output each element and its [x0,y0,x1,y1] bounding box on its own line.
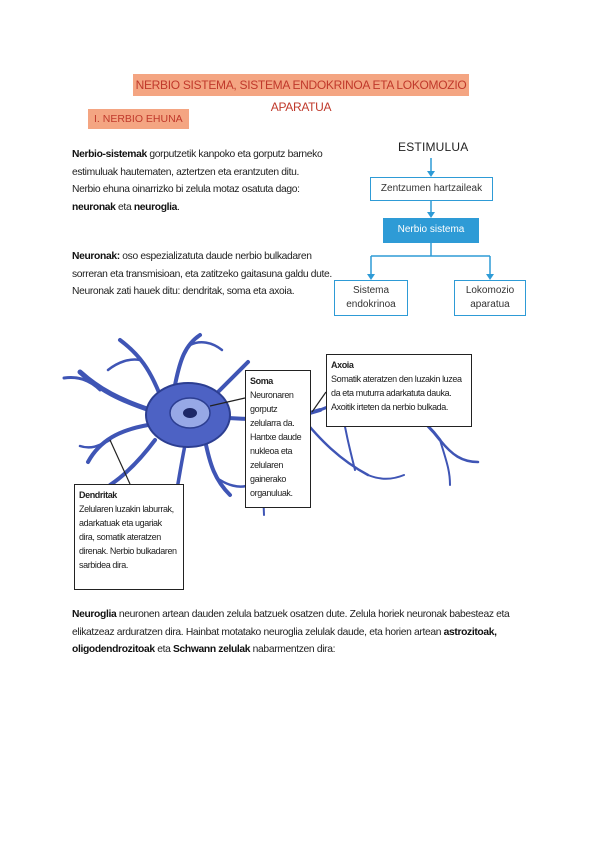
neuronak-paragraph: Neuronak: oso espezializatuta daude nerb… [72,248,334,301]
intro-text-2: Nerbio ehuna oinarrizko bi zelula motaz … [72,184,300,195]
neuroglia-paragraph: Neuroglia neuronen artean dauden zelula … [72,606,552,659]
intro-text-1: gorputzetik kanpoko eta gorputz barneko … [72,149,323,178]
box-nerbio-sistema: Nerbio sistema [383,218,479,243]
term-neuroglia-2: Neuroglia [72,609,117,620]
neuroglia-text-3: nabarmentzen dira: [250,644,336,655]
page-title: NERBIO SISTEMA, SISTEMA ENDOKRINOA ETA L… [133,74,469,114]
term-schwann: Schwann zelulak [173,644,251,655]
axoia-callout-text: Somatik ateratzen den luzakin luzea da e… [331,374,462,412]
term-neuroglia: neuroglia [133,201,178,213]
term-astrozitoak: astrozitoak, oligodendrozitoak [72,626,497,656]
box4-line2: aparatua [470,299,510,310]
neuroglia-text-2: eta [154,644,174,655]
box-lokomozio-aparatua: Lokomozio aparatua [454,280,526,316]
diagram-title: ESTIMULUA [398,140,469,154]
neuroglia-text-1: neuronen artean dauden zelula batzuek os… [72,609,510,638]
soma-callout-text: Neuronaren gorputz zelularra da. Hantxe … [250,390,302,498]
intro-text-3: eta [115,201,134,213]
intro-paragraph: Nerbio-sistemak gorputzetik kanpoko eta … [72,146,342,216]
soma-callout-title: Soma [250,376,273,386]
dendritak-callout-title: Dendritak [79,490,117,500]
box4-line1: Lokomozio [465,285,515,296]
box3-line2: endokrinoa [346,299,396,310]
soma-callout: Soma Neuronaren gorputz zelularra da. Ha… [245,370,311,508]
dendritak-callout: Dendritak Zelularen luzakin laburrak, ad… [74,484,184,590]
term-neuronak: neuronak [72,201,116,213]
neuronak-text: oso espezializatuta daude nerbio bulkada… [72,251,332,297]
dendritak-callout-text: Zelularen luzakin laburrak, adarkatuak e… [79,504,177,570]
intro-text-4: . [177,201,180,213]
axoia-callout-title: Axoia [331,360,354,370]
box3-line1: Sistema [352,285,390,296]
term-nerbio-sistema: Nerbio-sistemak [72,149,147,160]
axoia-callout: Axoia Somatik ateratzen den luzakin luze… [326,354,472,427]
term-neuronak-heading: Neuronak: [72,251,120,262]
box-sistema-endokrinoa: Sistema endokrinoa [334,280,408,316]
box-zentzumen-hartzaileak: Zentzumen hartzaileak [370,177,493,201]
section-heading: I. NERBIO EHUNA [88,109,189,129]
